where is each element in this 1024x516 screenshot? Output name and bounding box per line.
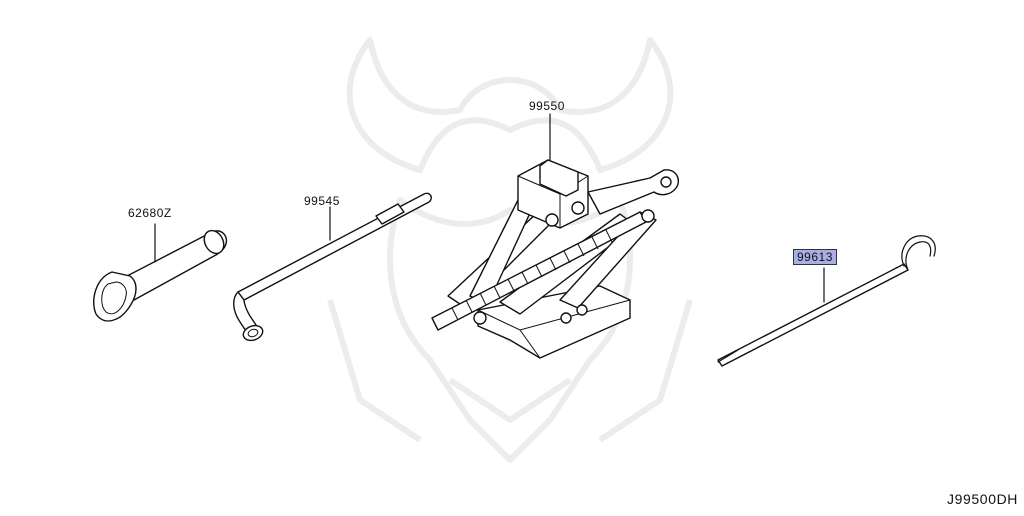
part-number-label[interactable]: 99550: [529, 99, 565, 113]
part-number-label[interactable]: 99545: [304, 194, 340, 208]
tow-hook-drawing: [93, 223, 228, 322]
part-number-label[interactable]: 62680Z: [128, 206, 172, 220]
part-number-label-highlighted[interactable]: 99613: [793, 249, 837, 265]
jack-handle-drawing: [233, 192, 432, 342]
jack-rod-drawing: [717, 235, 936, 367]
jack-drawing: [431, 113, 680, 359]
diagram-code: J99500DH: [947, 491, 1018, 507]
